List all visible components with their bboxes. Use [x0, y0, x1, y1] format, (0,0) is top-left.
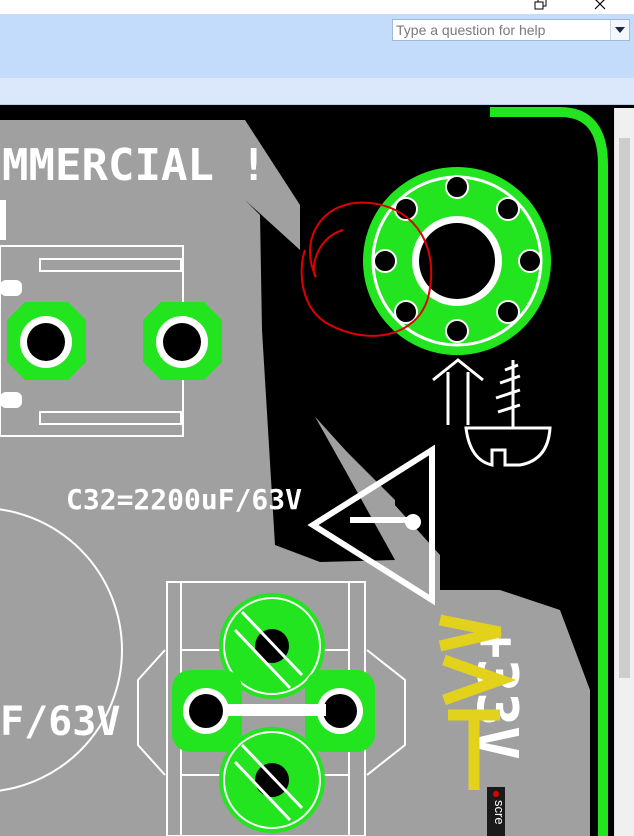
- bridge-pad-bottom-ring: [223, 731, 321, 829]
- capacitor-outline-large: [0, 508, 123, 792]
- bridge-pad-left-hole: [189, 694, 223, 728]
- bridge-slash-top: [233, 610, 304, 690]
- help-dropdown-button[interactable]: [610, 20, 629, 40]
- bridge-slash-bottom: [233, 743, 304, 822]
- close-button[interactable]: [590, 0, 610, 12]
- mounting-pad: [363, 167, 551, 355]
- commercial-text: MMERCIAL !: [2, 140, 267, 191]
- left-edge-mark-1: [0, 200, 6, 240]
- title-bar: [0, 0, 634, 14]
- transistor-outline: [307, 444, 435, 606]
- screen-tab-label: scre: [492, 800, 507, 825]
- bridge-pad-top-ring: [223, 597, 321, 695]
- toolbar-strip: [0, 78, 634, 105]
- vertical-scrollbar[interactable]: [614, 108, 634, 836]
- help-question-input[interactable]: [393, 20, 611, 40]
- left-edge-mark-2: [0, 280, 22, 296]
- bridge-pad-bottom-hole: [255, 763, 289, 797]
- copper-pour-black-notch: [245, 200, 395, 562]
- transistor-dot: [405, 514, 421, 530]
- restore-button[interactable]: [530, 0, 550, 12]
- restore-icon: [534, 0, 547, 10]
- screw-symbol: [432, 358, 552, 467]
- left-pad-hole-2: [163, 323, 201, 361]
- left-pad-hole-1: [27, 323, 65, 361]
- chevron-down-icon: [615, 27, 625, 33]
- left-cap-label: F/63V: [0, 699, 120, 745]
- screen-tab[interactable]: [487, 787, 505, 836]
- help-search-box[interactable]: [392, 19, 630, 41]
- vcc-symbol: [438, 614, 517, 790]
- document-area[interactable]: MMERCIAL ! C32=2200uF/63V F/63V +33V: [0, 105, 634, 836]
- c32-label: C32=2200uF/63V: [66, 483, 302, 516]
- record-dot-icon: [493, 791, 499, 797]
- pcb-image: MMERCIAL ! C32=2200uF/63V F/63V +33V: [0, 107, 608, 836]
- scrollbar-thumb[interactable]: [619, 138, 630, 678]
- red-markup-circle: [300, 201, 433, 337]
- board-outline: [490, 107, 608, 836]
- close-icon: [594, 0, 606, 10]
- left-edge-mark-3: [0, 392, 22, 408]
- bridge-trace: [226, 704, 326, 716]
- bridge-pad-right-hole: [323, 694, 357, 728]
